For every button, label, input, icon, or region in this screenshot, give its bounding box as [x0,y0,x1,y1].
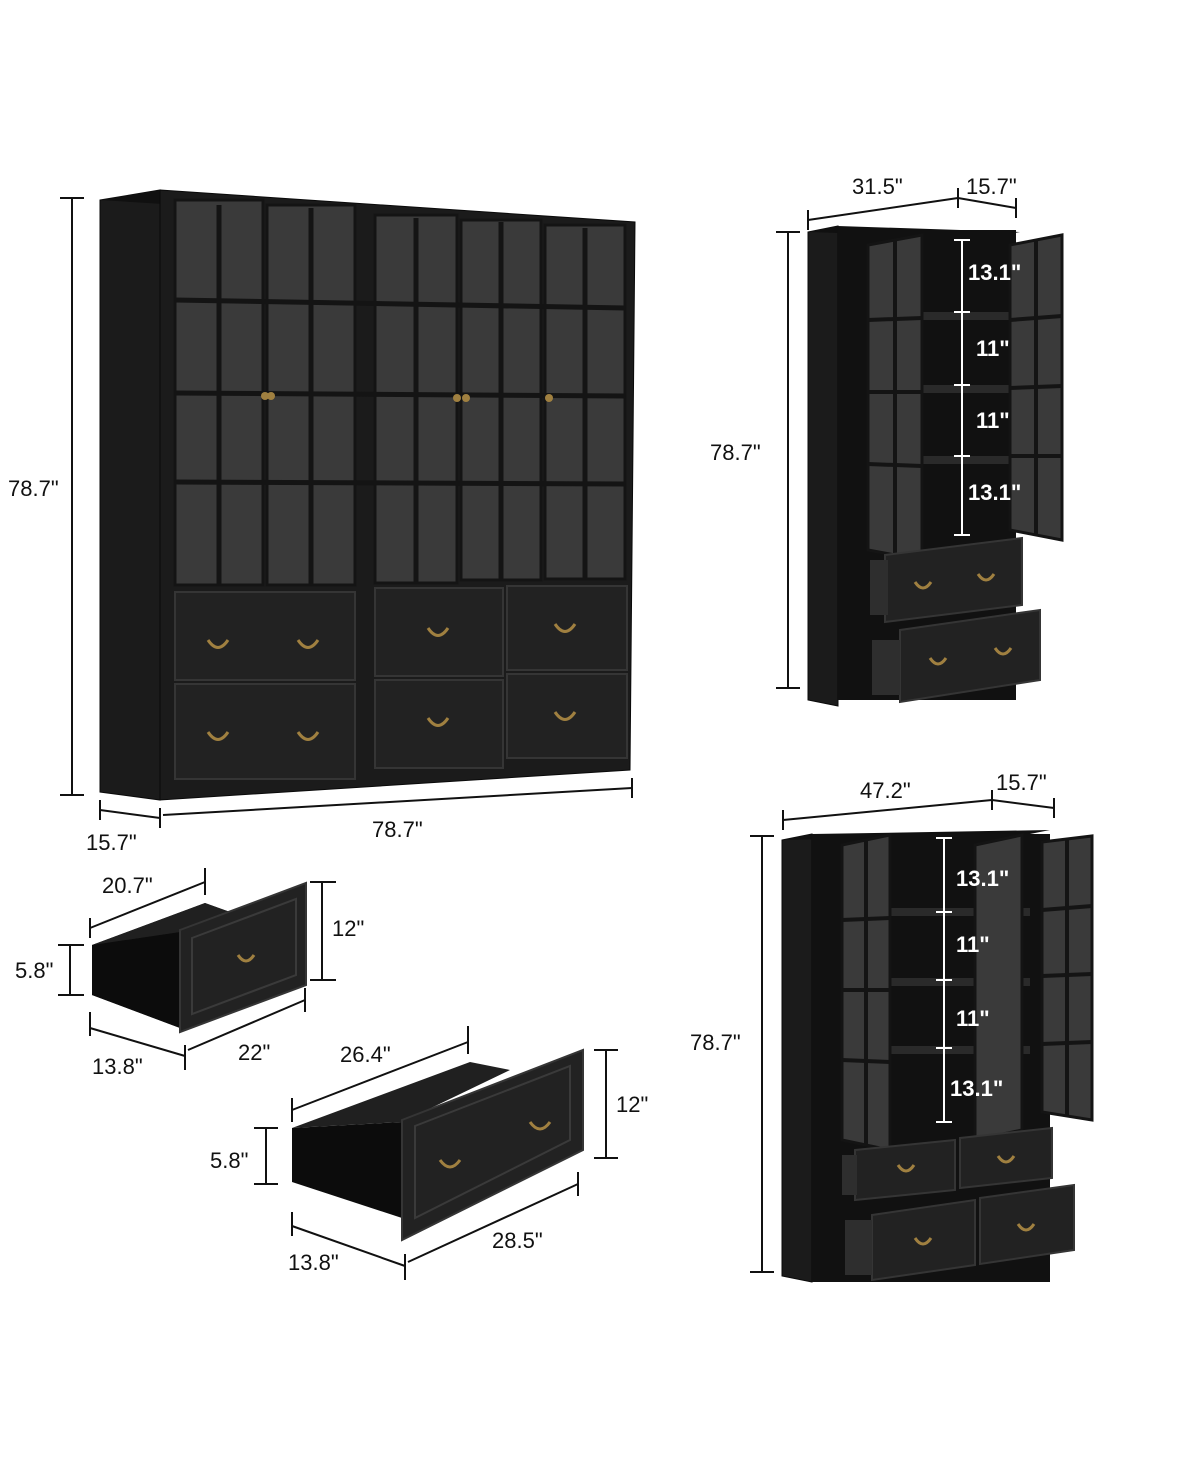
door-knob-3 [453,394,461,402]
large-cabinet-dimensions: 47.2" 15.7" 78.7" 13.1" 11" 11" 13.1" [690,770,1055,1273]
large-height-label: 78.7" [690,1030,741,1055]
small-depth-label: 15.7" [966,174,1017,199]
large-drawer-inner-width: 26.4" [340,1042,391,1067]
drawer-1 [174,591,356,681]
large-shelf-2-label: 11" [956,932,990,957]
small-drawer-depth: 13.8" [92,1054,143,1079]
door-knob-1 [261,392,269,400]
large-drawer-front [401,1048,584,1242]
main-height-label: 78.7" [8,476,59,501]
large-shelf-3-label: 11" [956,1006,990,1031]
large-drawer-4 [979,1183,1075,1266]
small-shelf-1-label: 13.1" [968,260,1021,285]
drawer-6 [506,673,628,759]
small-drawer-front [179,881,307,1034]
main-cabinet [99,189,636,801]
main-cabinet-glass-doors [173,198,627,587]
main-depth-label: 15.7" [86,830,137,855]
large-cabinet [781,830,1094,1283]
small-shelf-4-label: 13.1" [968,480,1021,505]
large-width-label: 47.2" [860,778,911,803]
door-knob-5 [545,394,553,402]
small-drawer-inner-height: 5.8" [15,958,53,983]
large-shelf-1-label: 13.1" [956,866,1009,891]
large-drawer-depth: 13.8" [288,1250,339,1275]
large-shelf-4-label: 13.1" [950,1076,1003,1101]
small-drawer-front-width: 22" [238,1040,270,1065]
large-drawer-front-height: 12" [616,1092,648,1117]
small-cabinet [807,225,1064,707]
small-cabinet-dimensions: 31.5" 15.7" 78.7" 13.1" 11" 11" 13.1" [710,174,1021,689]
small-shelf-2-label: 11" [976,336,1010,361]
door-knob-4 [462,394,470,402]
large-door-2 [973,833,1024,1142]
small-drawer-inner-width: 20.7" [102,873,153,898]
main-cabinet-drawers [174,585,628,780]
small-drawer-handle [236,954,256,963]
large-drawer-inner-height: 5.8" [210,1148,248,1173]
drawer-4 [506,585,628,671]
main-cabinet-dimensions: 78.7" 15.7" 78.7" [8,197,633,855]
large-depth-label: 15.7" [996,770,1047,795]
small-drawer-front-height: 12" [332,916,364,941]
large-drawer-3 [871,1198,976,1282]
small-shelf-3-label: 11" [976,408,1010,433]
large-drawer-front-width: 28.5" [492,1228,543,1253]
small-drawer-dimensions: 20.7" 5.8" 12" 13.8" 22" [15,868,364,1079]
small-height-label: 78.7" [710,440,761,465]
main-width-label: 78.7" [372,817,423,842]
door-knob-2 [267,392,275,400]
drawer-3 [374,587,504,677]
main-cabinet-side [99,189,161,801]
drawer-2 [174,683,356,780]
large-drawer-dimensions: 26.4" 5.8" 12" 13.8" 28.5" [210,1026,648,1280]
large-drawer-2 [959,1126,1053,1190]
small-width-label: 31.5" [852,174,903,199]
large-drawer [292,1048,584,1242]
small-drawer [92,881,307,1034]
